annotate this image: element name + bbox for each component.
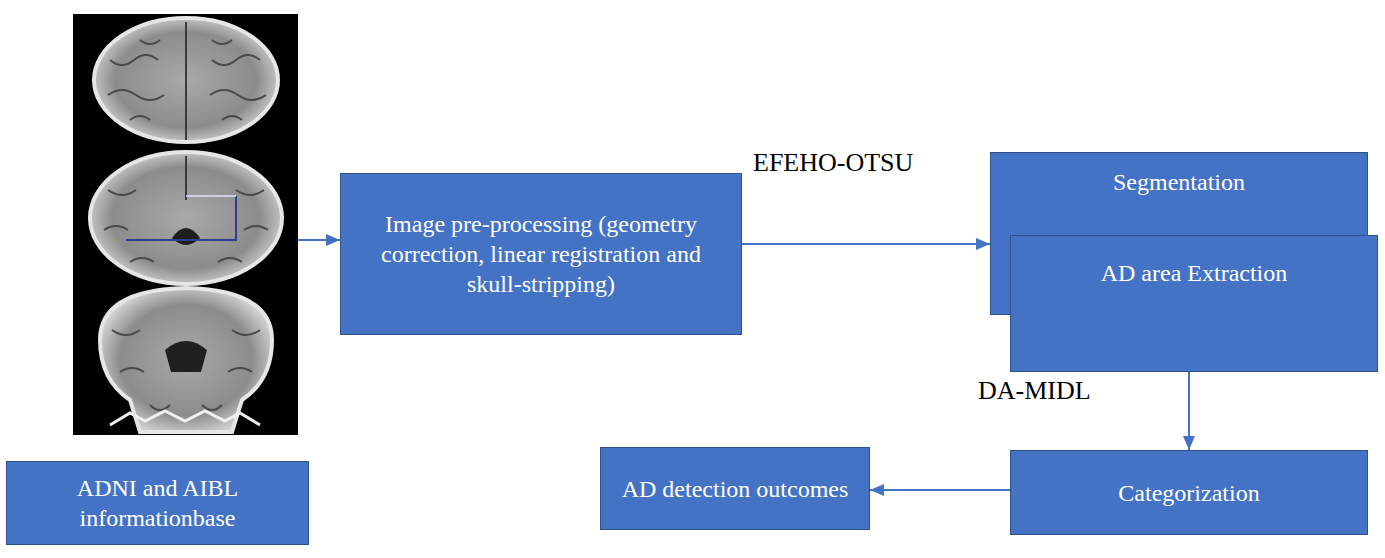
flow-arrow bbox=[870, 489, 1010, 491]
process-box: Categorization bbox=[1010, 450, 1368, 535]
method-label: DA-MIDL bbox=[975, 376, 1094, 406]
flow-arrow bbox=[1188, 372, 1190, 450]
mri-slice bbox=[94, 18, 278, 142]
box-text: Segmentation bbox=[1113, 167, 1245, 197]
process-box: Image pre-processing (geometry correctio… bbox=[340, 173, 742, 335]
process-box: AD area Extraction bbox=[1010, 235, 1378, 372]
box-text: Categorization bbox=[1118, 478, 1259, 508]
flow-arrow bbox=[742, 243, 990, 245]
box-text: Image pre-processing (geometry correctio… bbox=[353, 209, 729, 299]
box-text: AD area Extraction bbox=[1101, 258, 1288, 288]
output-box: AD detection outcomes bbox=[600, 447, 870, 530]
mri-slice bbox=[90, 152, 282, 284]
method-label: EFEHO-OTSU bbox=[750, 148, 916, 178]
box-text: AD detection outcomes bbox=[622, 474, 849, 504]
database-box: ADNI and AIBL informationbase bbox=[6, 461, 309, 545]
mri-slice bbox=[100, 288, 272, 432]
box-text: ADNI and AIBL informationbase bbox=[19, 473, 296, 533]
input-arrow bbox=[298, 239, 340, 241]
mri-background bbox=[73, 14, 298, 435]
